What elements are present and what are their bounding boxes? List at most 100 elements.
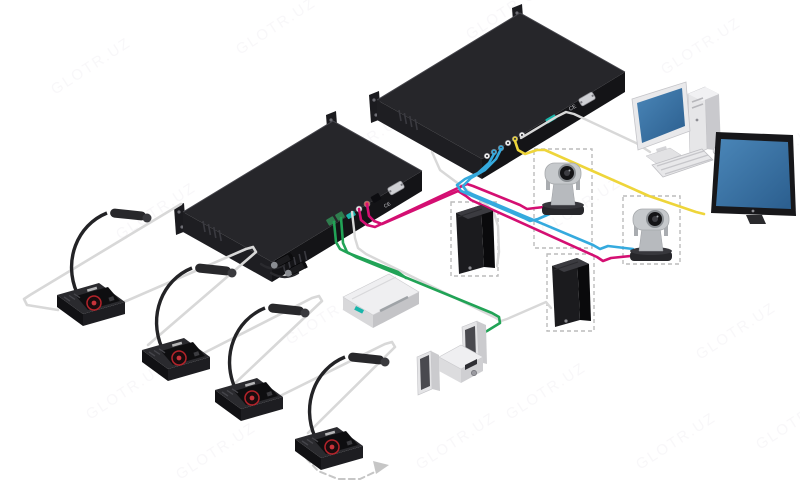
drive-bay-icon xyxy=(691,103,704,109)
vent-slat-icon xyxy=(202,220,206,233)
camera-arm-right xyxy=(664,223,668,236)
mic-base-front xyxy=(215,390,241,421)
screw-icon xyxy=(374,113,378,117)
hifi-receiver xyxy=(438,344,484,383)
speaker-cable-1 xyxy=(430,150,501,268)
mic-capsule-icon xyxy=(348,352,384,365)
green-cable-2 xyxy=(339,216,502,337)
rack-front-face xyxy=(272,171,422,282)
grille-slat-icon xyxy=(306,438,314,444)
vent-slat-icon xyxy=(298,253,302,264)
gooseneck-stem xyxy=(154,266,193,349)
brand-label xyxy=(324,430,336,436)
disc-slot-icon xyxy=(379,295,409,313)
mic-windscreen-icon xyxy=(142,213,152,223)
camera-arm-left xyxy=(634,223,638,236)
mic-capsule-icon xyxy=(110,208,146,221)
camera-body xyxy=(638,226,664,252)
ptz-camera-1 xyxy=(542,162,584,215)
grille-slat-icon xyxy=(73,293,81,299)
gooseneck-stem xyxy=(227,306,266,389)
mic-windscreen-icon xyxy=(300,308,310,318)
flat-panel-display xyxy=(711,132,796,224)
conference-mic-3 xyxy=(215,303,310,421)
grille-slat-icon xyxy=(158,348,166,354)
ce-mark-label: CE xyxy=(568,104,578,113)
xlr-plug-icon xyxy=(284,260,308,277)
mic-chain-cable-1 xyxy=(22,202,183,312)
grille-slat-icon xyxy=(221,391,229,397)
ce-mark-label: CE xyxy=(383,201,393,210)
brand-label xyxy=(171,341,183,347)
screw-icon xyxy=(177,210,181,214)
conference-mic-2 xyxy=(142,263,237,381)
speaker-grille xyxy=(420,355,430,390)
pc-monitor xyxy=(631,81,691,165)
speaker-front xyxy=(552,258,580,327)
mic-capsule-icon xyxy=(195,263,231,276)
continuation-arrow xyxy=(305,457,389,480)
mic-base-front xyxy=(295,439,321,470)
grille-slat-icon xyxy=(311,437,319,443)
function-button xyxy=(193,351,200,357)
brand-dot-icon xyxy=(468,266,472,270)
brand-label xyxy=(244,381,256,387)
function-button xyxy=(108,296,115,302)
mic-base-right xyxy=(241,397,283,421)
vent-slat-icon xyxy=(213,226,217,239)
usb-port-icon xyxy=(346,210,356,220)
mic-base-right xyxy=(321,446,363,470)
tv-stand xyxy=(746,215,766,224)
db9-port-icon xyxy=(387,180,405,196)
hifi-speaker-left xyxy=(416,350,440,396)
codec-front-left xyxy=(343,297,373,328)
arrowhead-icon xyxy=(373,461,389,474)
mic-capsule-icon xyxy=(268,303,304,316)
connector-port-icon xyxy=(370,193,382,203)
mic-base-right xyxy=(168,357,210,381)
gooseneck-stem xyxy=(307,355,346,438)
vent-slat-icon xyxy=(293,256,297,267)
screw-icon xyxy=(372,98,376,102)
vent-slat-icon xyxy=(303,250,308,261)
magenta-cable-1 xyxy=(357,182,555,229)
pc-keyboard xyxy=(651,148,714,178)
mic-base-front xyxy=(57,295,83,326)
dashed-continuation-line xyxy=(305,457,378,480)
conference-mic-4 xyxy=(295,352,390,470)
key-row xyxy=(660,154,709,171)
gooseneck-stem xyxy=(69,211,108,294)
drive-bay-icon xyxy=(691,97,704,103)
camera-arm-right xyxy=(576,177,580,190)
mic-chain-cable-4 xyxy=(274,340,397,435)
mic-base-right xyxy=(83,302,125,326)
grille-slat-icon xyxy=(63,296,71,302)
speaker-cable-2 xyxy=(350,210,553,323)
mic-base-front xyxy=(142,350,168,381)
rack-side-face xyxy=(377,100,482,179)
vent-slat-icon xyxy=(414,118,418,131)
key-row xyxy=(656,150,705,167)
line-array-speaker-2 xyxy=(552,258,591,327)
brand-label xyxy=(86,286,98,292)
grille-slat-icon xyxy=(153,349,161,355)
brand-dot-icon xyxy=(564,319,568,323)
vent-slat-icon xyxy=(207,223,212,236)
green-cable-1 xyxy=(332,220,408,280)
volume-knob-icon xyxy=(471,370,477,376)
rack-unit-conference-host: CE xyxy=(174,111,423,282)
mic-chain-cable-3 xyxy=(198,294,324,390)
rack-top-face xyxy=(183,121,422,262)
power-button-icon xyxy=(695,118,699,122)
blue-cable-2 xyxy=(461,147,635,251)
function-button xyxy=(346,440,353,446)
tv-screen xyxy=(716,139,791,209)
ptz-camera-2 xyxy=(630,208,672,261)
speaker-front xyxy=(456,205,484,274)
xlr-pigtail xyxy=(269,271,300,279)
grille-slat-icon xyxy=(68,294,76,300)
key-row xyxy=(664,158,713,175)
codec-unit xyxy=(342,273,420,328)
xlr-pigtail xyxy=(259,262,286,270)
